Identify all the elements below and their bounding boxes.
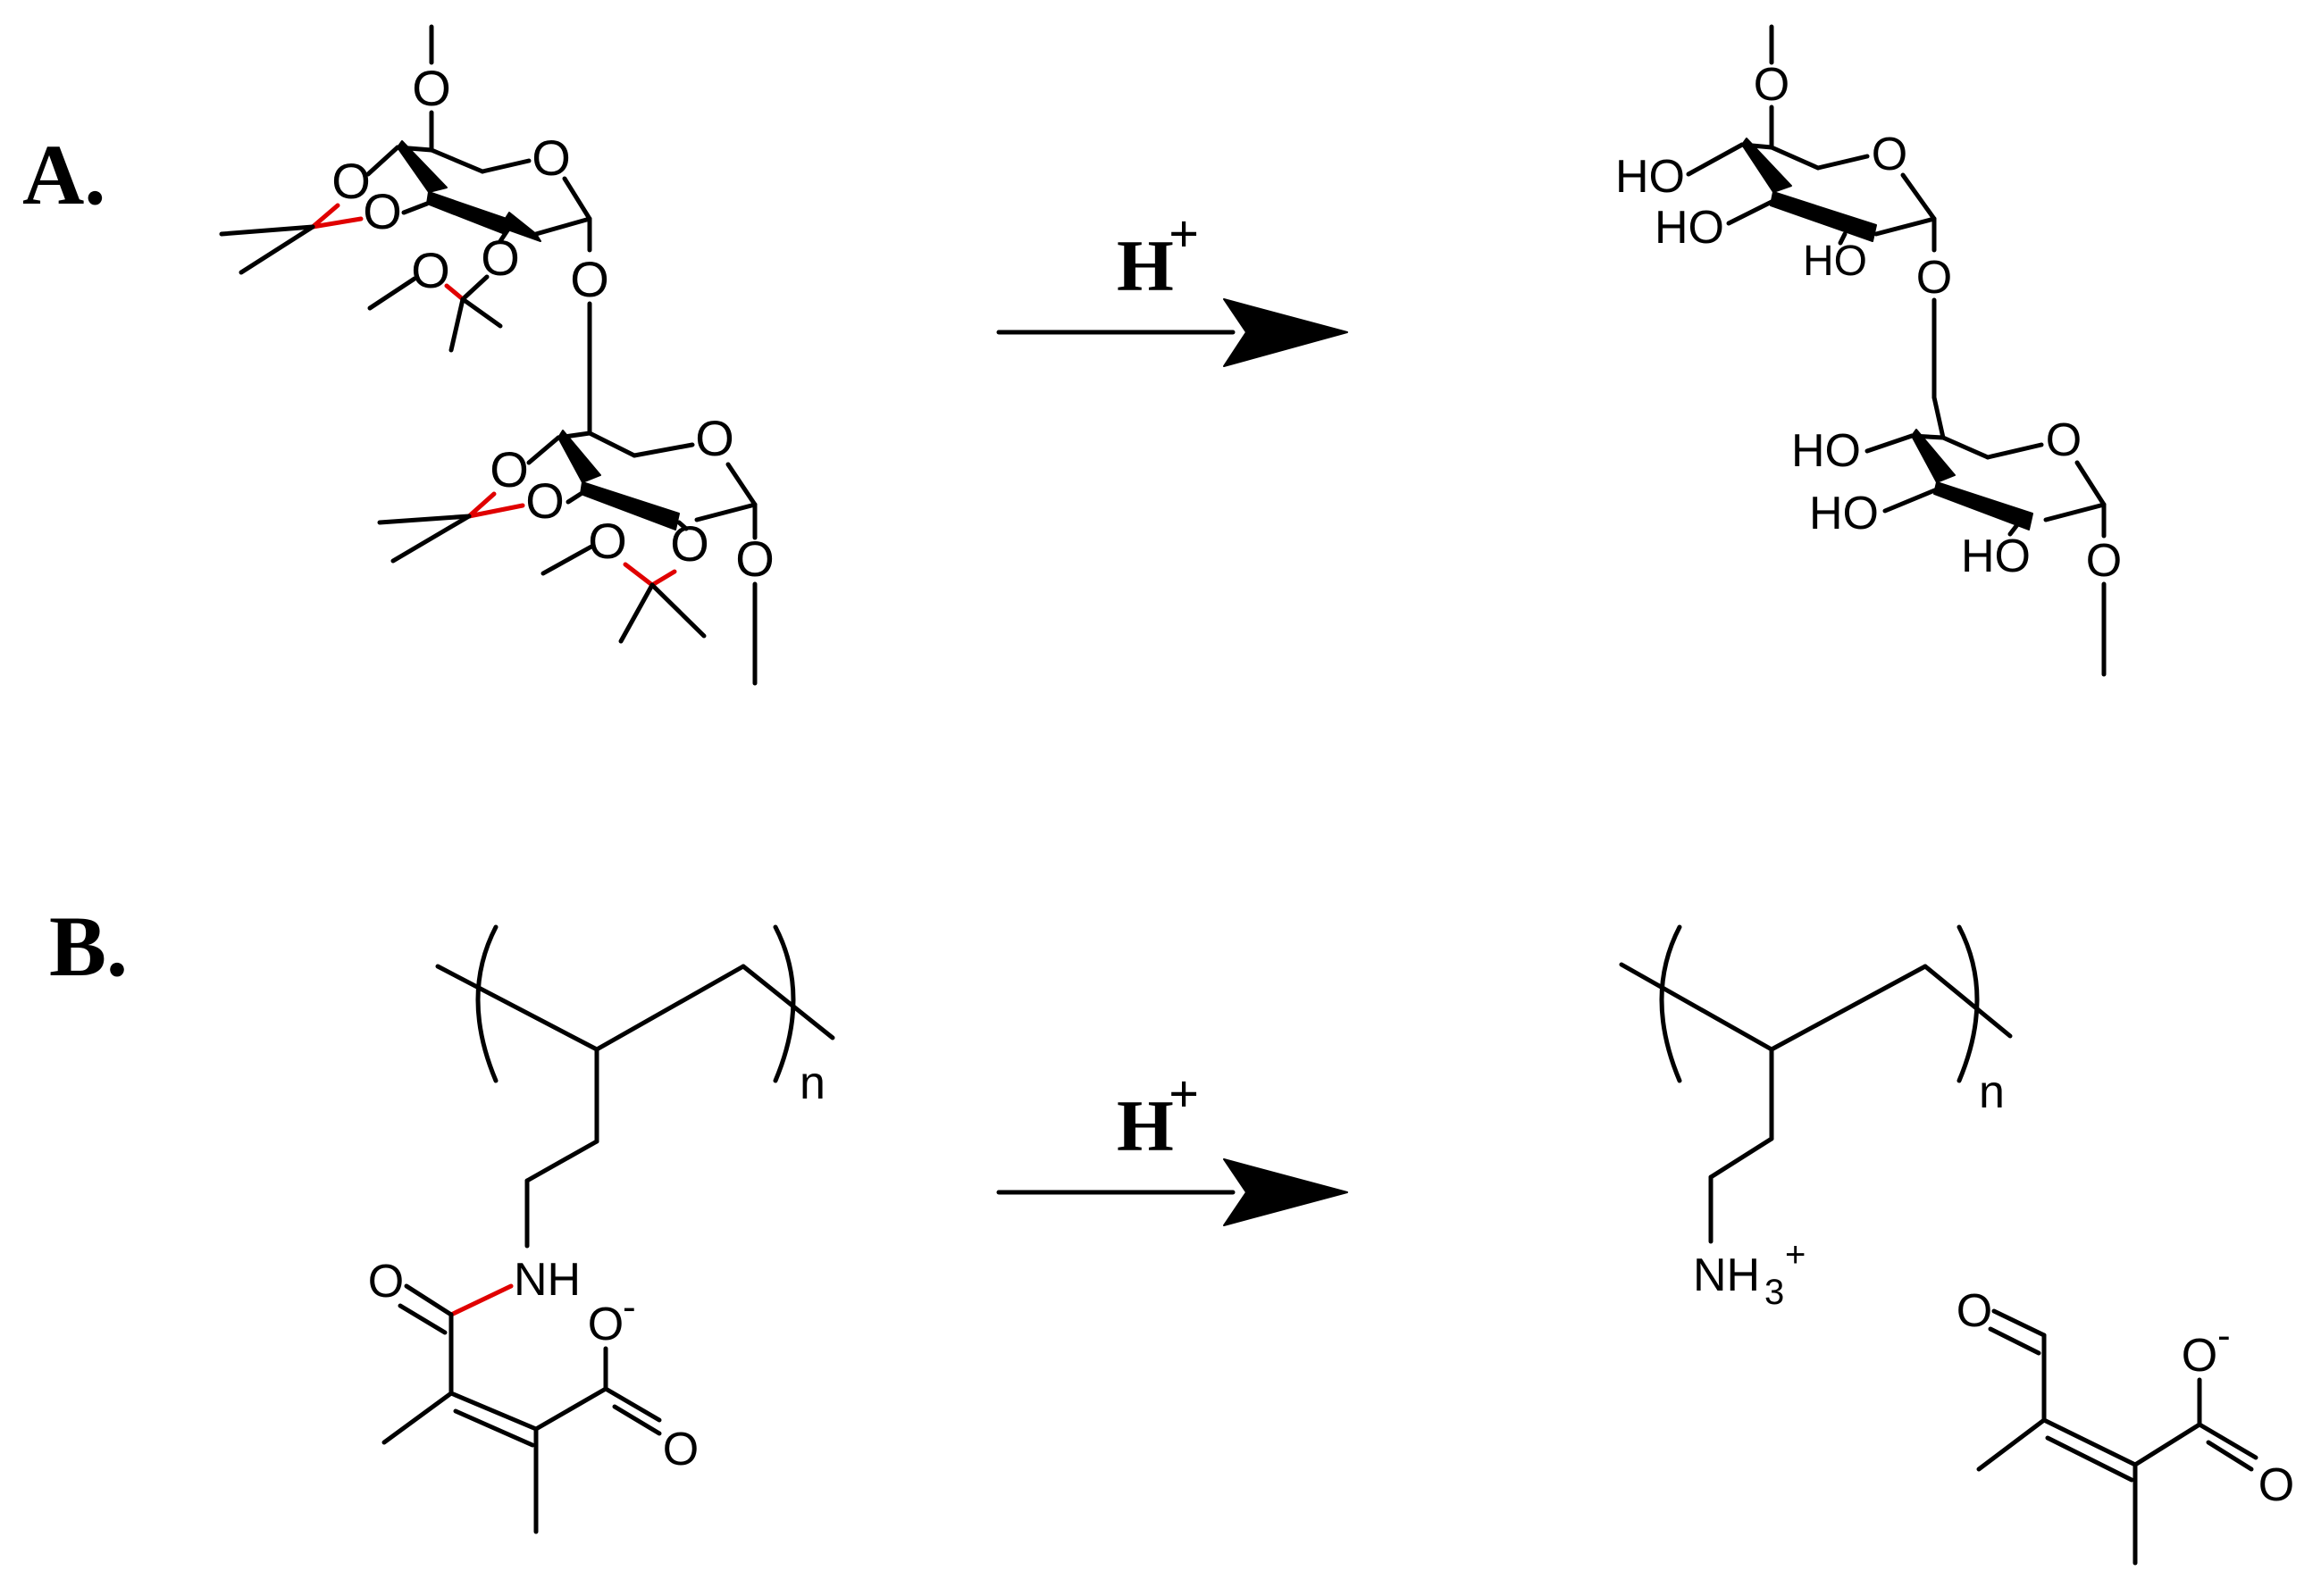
- product-a-disaccharide: O O HO HO HO O O HO HO HO O: [1615, 24, 2122, 677]
- reagent-acid: H: [1117, 225, 1174, 306]
- ring-wedge-bond: [1770, 191, 1877, 242]
- atom-o: O: [412, 60, 451, 116]
- repeat-index-n: n: [1979, 1066, 2005, 1118]
- atom-o-glycosidic: O: [1916, 252, 1952, 304]
- product-b-byproduct: O O - O: [1957, 1285, 2294, 1566]
- reagent-charge: +: [1169, 1065, 1199, 1124]
- reactant-b-polymer-amide: n NH O O - O: [368, 924, 835, 1534]
- reactant-a-protected-disaccharide: O O O O O O O O: [219, 24, 775, 686]
- atom-o: O: [2046, 414, 2082, 466]
- negative-charge: -: [2217, 1314, 2231, 1358]
- ring-wedge-bond: [1911, 429, 1956, 483]
- atom-o: O: [525, 472, 565, 529]
- panel-label-b: B.: [49, 898, 128, 994]
- ring-wedge-bond: [557, 430, 601, 483]
- ammonium-charge: +: [1785, 1235, 1806, 1274]
- atom-o: O: [331, 153, 371, 209]
- atom-o: O: [2258, 1459, 2294, 1511]
- atom-o: O: [588, 1299, 624, 1350]
- product-b-polymer-amine: n NH 3 +: [1619, 924, 2013, 1312]
- atom-o-glycosidic: O: [570, 251, 609, 307]
- arrowhead: [1223, 298, 1348, 367]
- reaction-arrow-b: H +: [996, 1065, 1348, 1226]
- hydroxyl: HO: [1655, 202, 1724, 254]
- arrowhead: [1223, 1158, 1348, 1226]
- atom-o: O: [1872, 129, 1907, 180]
- ammonium: NH: [1693, 1249, 1760, 1301]
- ammonium-subscript: 3: [1764, 1273, 1784, 1312]
- atom-o: O: [2086, 535, 2122, 587]
- atom-o: O: [368, 1256, 404, 1308]
- atom-o: O: [490, 441, 529, 497]
- atom-o: O: [670, 515, 709, 572]
- atom-o: O: [411, 242, 450, 298]
- panel-label-a: A.: [22, 127, 105, 222]
- hydroxyl: HO: [1615, 151, 1685, 203]
- ring-wedge-bond: [426, 191, 510, 235]
- reaction-arrow-a: H +: [996, 205, 1348, 367]
- hydroxyl: HO: [1791, 425, 1861, 477]
- atom-o: O: [2182, 1330, 2217, 1382]
- atom-o: O: [735, 531, 775, 587]
- atom-o: O: [588, 513, 627, 569]
- hydroxyl: HO: [1809, 488, 1879, 539]
- atom-o: O: [1957, 1285, 1992, 1337]
- ring-wedge-bond: [397, 140, 448, 193]
- atom-o: O: [663, 1424, 699, 1475]
- atom-o: O: [695, 410, 734, 466]
- hydroxyl: HO: [1961, 531, 2031, 582]
- atom-o: O: [1754, 59, 1789, 111]
- atom-o: O: [532, 130, 571, 186]
- hydroxyl: HO: [1803, 238, 1867, 285]
- atom-o: O: [363, 183, 402, 239]
- amide-nh: NH: [514, 1254, 581, 1306]
- ring-wedge-bond: [1741, 138, 1792, 193]
- negative-charge: -: [623, 1285, 636, 1329]
- repeat-index-n: n: [800, 1057, 825, 1109]
- reagent-charge: +: [1169, 205, 1199, 263]
- reagent-acid: H: [1117, 1085, 1174, 1166]
- ring-wedge-bond: [580, 481, 680, 531]
